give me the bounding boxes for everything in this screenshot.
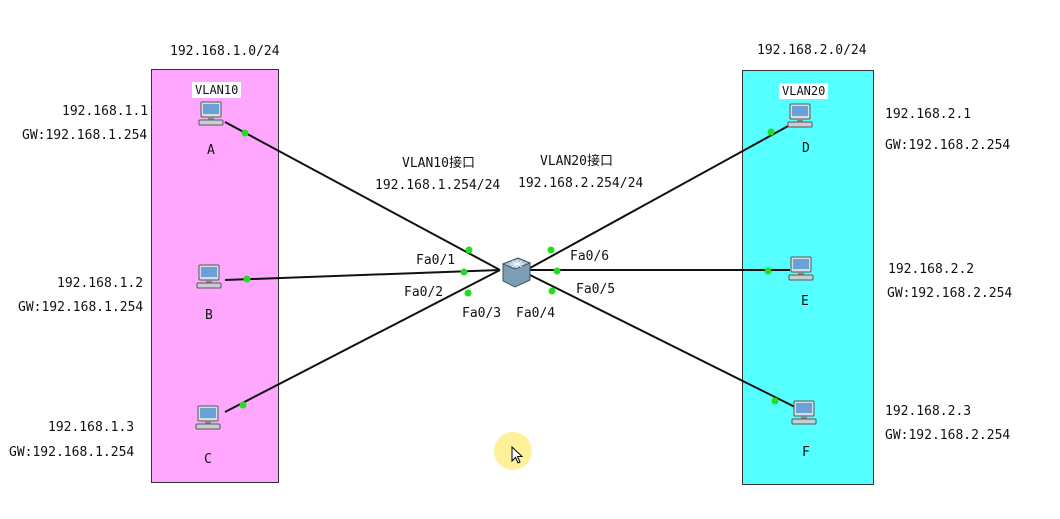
port-fa0-2: Fa0/2 <box>404 285 444 300</box>
port-fa0-6: Fa0/6 <box>570 249 610 264</box>
link-d-fa0-6-end-status-dot <box>767 128 775 136</box>
vlan20-interface-name: VLAN20接口 <box>540 154 613 169</box>
host-f-ip: 192.168.2.3 <box>885 404 972 419</box>
subnet-label-left: 192.168.1.0/24 <box>170 44 280 59</box>
link-e-fa0-5-port-status-dot <box>553 267 561 275</box>
host-d-gw: GW:192.168.2.254 <box>885 138 1011 153</box>
link-b-fa0-2 <box>224 269 501 281</box>
pc-a-icon <box>198 101 224 126</box>
pc-c-label: C <box>204 452 212 467</box>
port-fa0-3: Fa0/3 <box>462 306 502 321</box>
pc-c-icon <box>195 405 221 430</box>
link-b-fa0-2-end-status-dot <box>243 275 251 283</box>
mouse-pointer-icon <box>511 446 524 464</box>
host-c-gw: GW:192.168.1.254 <box>9 445 135 460</box>
link-f-fa0-4 <box>529 274 798 409</box>
host-d-ip: 192.168.2.1 <box>885 107 972 122</box>
vlan10-interface-ip: 192.168.1.254/24 <box>375 178 501 193</box>
vlan10-interface-name: VLAN10接口 <box>402 156 475 171</box>
link-f-fa0-4-end-status-dot <box>771 397 779 405</box>
pc-d-icon <box>787 103 813 128</box>
pc-b-icon <box>196 264 222 289</box>
link-a-fa0-1-port-status-dot <box>465 246 473 254</box>
port-fa0-1: Fa0/1 <box>416 253 456 268</box>
host-a-ip: 192.168.1.1 <box>62 104 149 119</box>
host-e-gw: GW:192.168.2.254 <box>887 286 1013 301</box>
link-d-fa0-6 <box>529 124 791 269</box>
link-f-fa0-4-port-status-dot <box>548 287 556 295</box>
pc-d-label: D <box>802 141 810 156</box>
host-c-ip: 192.168.1.3 <box>48 420 135 435</box>
link-c-fa0-3 <box>224 269 501 413</box>
vlan10-tag: VLAN10 <box>192 82 242 98</box>
host-a-gw: GW:192.168.1.254 <box>22 128 148 143</box>
pc-a-label: A <box>207 143 215 158</box>
vlan20-tag: VLAN20 <box>779 83 829 99</box>
host-e-ip: 192.168.2.2 <box>888 262 975 277</box>
multilayer-switch-icon <box>501 257 532 288</box>
pc-b-label: B <box>205 308 213 323</box>
pc-e-label: E <box>801 294 809 309</box>
link-d-fa0-6-port-status-dot <box>547 246 555 254</box>
port-fa0-4: Fa0/4 <box>516 306 556 321</box>
vlan20-interface-ip: 192.168.2.254/24 <box>518 176 644 191</box>
link-e-fa0-5-end-status-dot <box>764 267 772 275</box>
pc-f-label: F <box>802 445 810 460</box>
link-c-fa0-3-end-status-dot <box>239 401 247 409</box>
host-f-gw: GW:192.168.2.254 <box>885 428 1011 443</box>
pc-e-icon <box>788 256 814 281</box>
link-a-fa0-1 <box>224 121 501 271</box>
link-b-fa0-2-port-status-dot <box>460 268 468 276</box>
host-b-gw: GW:192.168.1.254 <box>18 300 144 315</box>
subnet-label-right: 192.168.2.0/24 <box>757 43 867 58</box>
link-c-fa0-3-port-status-dot <box>464 289 472 297</box>
link-a-fa0-1-end-status-dot <box>241 129 249 137</box>
host-b-ip: 192.168.1.2 <box>57 276 144 291</box>
port-fa0-5: Fa0/5 <box>576 282 616 297</box>
pc-f-icon <box>791 400 817 425</box>
